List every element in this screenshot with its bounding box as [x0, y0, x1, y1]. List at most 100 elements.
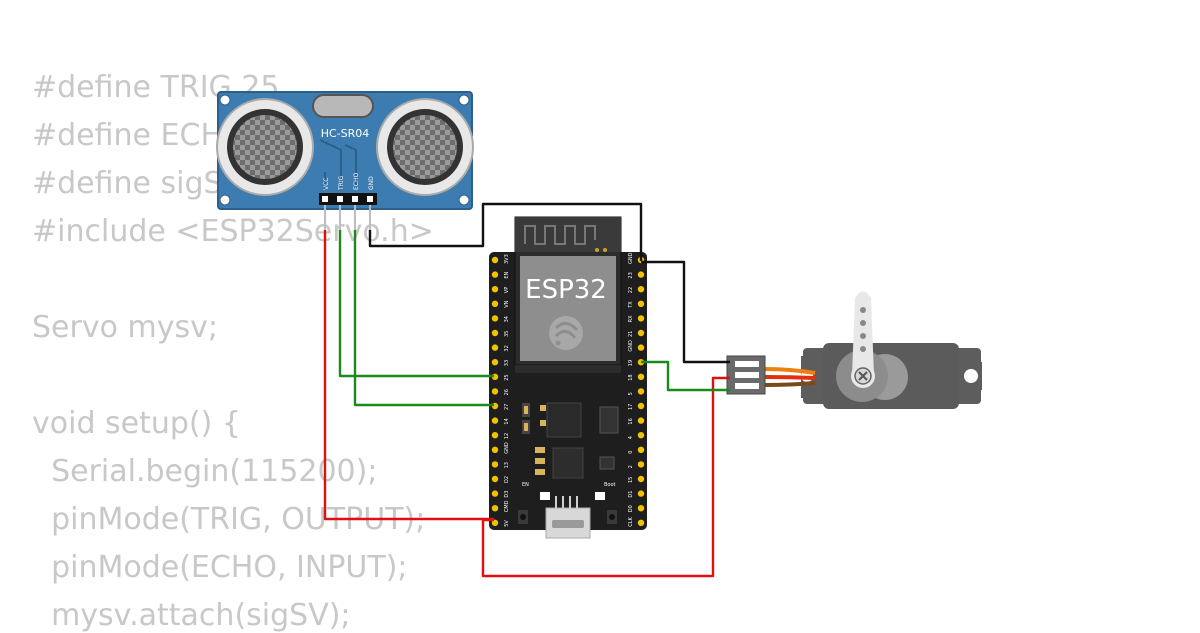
board-pin-label: 2 [628, 465, 634, 468]
board-left-pin-header: 3V3ENVPVN343532332526271412GND13D2D3CMD5… [491, 254, 510, 527]
board-pin-label: GND [628, 252, 634, 264]
board-pin[interactable] [491, 271, 499, 278]
board-pin[interactable] [491, 388, 499, 395]
board-pin-label: 18 [628, 374, 634, 380]
servo-connector[interactable] [726, 355, 766, 395]
board-pin[interactable] [491, 359, 499, 366]
servo-cable-signal [764, 367, 816, 375]
board-pin[interactable] [491, 475, 499, 483]
board-pin-label: D3 [504, 491, 510, 498]
board-pin[interactable] [637, 271, 645, 278]
board-pin[interactable] [637, 286, 645, 293]
board-pin-label: GND [628, 340, 634, 352]
board-pin-label: 27 [504, 404, 510, 410]
wire-sensor-echo [353, 230, 494, 407]
board-pin-label: 5 [628, 392, 634, 395]
board-pin[interactable] [637, 461, 645, 468]
sensor-pin-trig[interactable] [337, 196, 343, 202]
servo-cable-ground [764, 381, 816, 387]
board-pin[interactable] [491, 286, 499, 293]
board-pin[interactable] [637, 300, 645, 307]
power-led [540, 492, 550, 500]
board-name-label: ESP32 [525, 275, 607, 305]
board-pin[interactable] [491, 344, 499, 351]
esp32-board[interactable]: ESP32 3V3ENVPVN343532332526271412GND13D2… [489, 216, 647, 539]
board-pin[interactable] [491, 417, 499, 424]
board-pin-label: 33 [504, 360, 510, 366]
sensor-pin-vcc[interactable] [322, 196, 328, 202]
board-pin[interactable] [637, 315, 645, 322]
sensor-pin-gnd-label: GND [368, 176, 375, 190]
code-line: #define TRIG 25 [32, 70, 280, 105]
board-pin[interactable] [491, 505, 499, 512]
servo-screw-icon [854, 367, 872, 385]
board-pin-label: VP [504, 287, 510, 293]
sensor-pin-echo[interactable] [352, 196, 358, 202]
antenna-area [515, 217, 621, 252]
board-pin[interactable] [637, 388, 645, 395]
board-pin-label: VN [504, 300, 510, 307]
board-pin[interactable] [491, 490, 499, 497]
sensor-pin-trig-label: TRIG [338, 175, 345, 191]
board-pin[interactable] [491, 300, 499, 307]
board-pin-label: 34 [504, 316, 510, 322]
board-pin[interactable] [637, 432, 645, 439]
board-pin-label: GND [504, 442, 510, 454]
board-pin[interactable] [637, 490, 645, 497]
boot-button-label: Boot [604, 482, 616, 488]
ultrasonic-sensor[interactable]: HC-SR04 VCC TRIG ECHO GND [216, 91, 474, 230]
servo-mount-hole [964, 369, 978, 383]
antenna-trace [524, 225, 596, 245]
board-pin[interactable] [637, 329, 645, 337]
board-pin[interactable] [491, 432, 499, 439]
board-pin-label: 3V3 [504, 254, 510, 264]
board-pin[interactable] [637, 519, 645, 526]
crystal-oscillator [312, 94, 374, 118]
wire-sensor-gnd [368, 202, 643, 261]
sensor-pin-vcc-label: VCC [323, 178, 330, 190]
board-pin[interactable] [637, 505, 645, 512]
board-pin-label: D2 [504, 476, 510, 483]
wire-sensor-trig [338, 230, 494, 378]
wire-servo-power-to-5v [481, 376, 730, 578]
board-pin[interactable] [491, 446, 499, 453]
espressif-logo-icon [549, 316, 583, 350]
board-pin-label: D0 [628, 505, 634, 512]
sensor-pin-echo-label: ECHO [353, 173, 360, 190]
board-pin[interactable] [491, 329, 499, 337]
status-led [595, 492, 605, 500]
board-pin[interactable] [637, 402, 645, 410]
board-pin-label: 0 [628, 451, 634, 454]
servo-motor[interactable] [801, 291, 982, 410]
wire-sensor-vcc-to-5v [323, 230, 494, 521]
board-pin[interactable] [637, 446, 645, 453]
code-line: Serial.begin(115200); [32, 454, 378, 489]
sensor-model-label: HC-SR04 [321, 127, 370, 140]
board-pin[interactable] [637, 373, 645, 380]
board-pin-label: 17 [628, 404, 634, 410]
board-pin-label: 25 [504, 374, 510, 380]
board-pin-label: 15 [628, 477, 634, 483]
board-pin-label: EN [504, 271, 510, 278]
en-button-label: EN [522, 482, 529, 488]
board-pin[interactable] [491, 256, 499, 264]
board-pin[interactable] [637, 417, 645, 424]
board-pin-label: 23 [628, 272, 634, 278]
sensor-pin-gnd[interactable] [367, 196, 373, 202]
board-pin[interactable] [637, 344, 645, 351]
usb-uart-chip [552, 447, 584, 479]
board-pin[interactable] [491, 461, 499, 468]
board-pin-label: D1 [628, 491, 634, 498]
wire-servo-signal [641, 360, 730, 392]
board-pin[interactable] [637, 475, 645, 483]
board-pin-label: CLK [628, 517, 634, 527]
board-pin[interactable] [491, 315, 499, 322]
wire-servo-gnd [641, 260, 730, 364]
board-pin-label: 35 [504, 331, 510, 337]
board-pin-label: 14 [504, 418, 510, 424]
code-line: mysv.attach(sigSV); [32, 598, 351, 633]
board-pin-label: 21 [628, 331, 634, 337]
board-pin-label: TX [628, 301, 634, 309]
